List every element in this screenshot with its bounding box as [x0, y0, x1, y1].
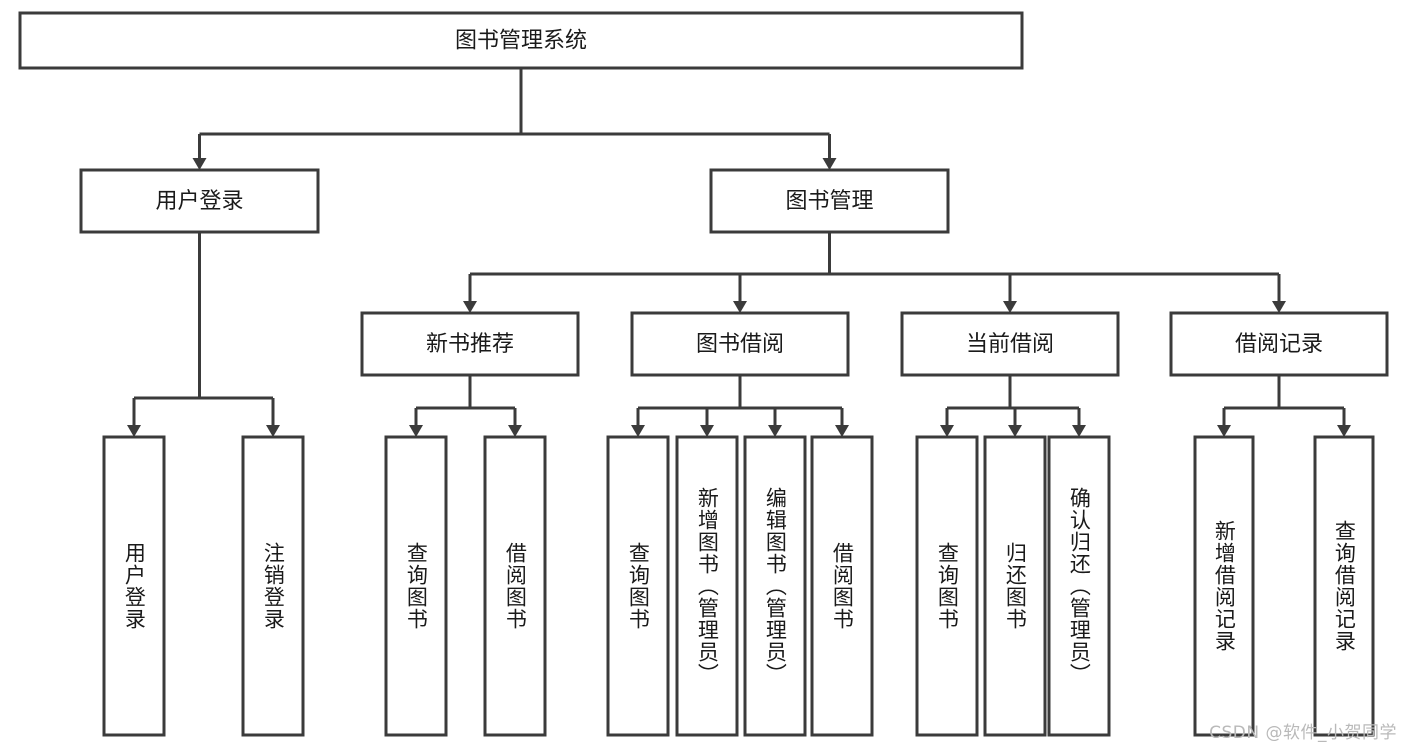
node-label: 借阅记录 [1235, 332, 1323, 357]
node-level3-0-新书推荐[interactable]: 新书推荐 [360, 311, 580, 377]
node-label: 图书管理 [785, 189, 873, 214]
node-leaf-12-查询借阅记录[interactable] [1313, 435, 1375, 737]
node-box-rect [384, 435, 448, 737]
node-box-rect [743, 435, 807, 737]
node-root-图书管理系统[interactable]: 图书管理系统 [18, 11, 1024, 70]
node-leaf-3-借阅图书[interactable] [483, 435, 547, 737]
node-box-rect [709, 168, 950, 234]
node-box-rect [79, 168, 320, 234]
node-leaf-0-用户登录[interactable] [102, 435, 166, 737]
node-leaf-5-新增图书管理员[interactable] [675, 435, 739, 737]
node-label: 当前借阅 [966, 332, 1054, 357]
node-box-rect [1313, 435, 1375, 737]
node-leaf-1-注销登录[interactable] [241, 435, 305, 737]
node-level2-1-图书管理[interactable]: 图书管理 [709, 168, 950, 234]
node-leaf-9-归还图书[interactable] [983, 435, 1047, 737]
node-box-rect [241, 435, 305, 737]
node-box-rect [983, 435, 1047, 737]
node-box-rect [606, 435, 670, 737]
node-box-rect [675, 435, 739, 737]
node-box-rect [483, 435, 547, 737]
node-box-rect [1047, 435, 1111, 737]
node-leaf-10-确认归还管理员[interactable] [1047, 435, 1111, 737]
node-leaf-6-编辑图书管理员[interactable] [743, 435, 807, 737]
node-level3-2-当前借阅[interactable]: 当前借阅 [900, 311, 1120, 377]
node-label: 图书借阅 [696, 332, 784, 357]
node-box-rect [1193, 435, 1255, 737]
node-level3-3-借阅记录[interactable]: 借阅记录 [1169, 311, 1389, 377]
node-box-rect [1169, 311, 1389, 377]
node-box-rect [630, 311, 850, 377]
node-box-rect [810, 435, 874, 737]
node-leaf-4-查询图书[interactable] [606, 435, 670, 737]
node-box-rect [360, 311, 580, 377]
connector-lines [127, 68, 1351, 437]
node-leaf-7-借阅图书[interactable] [810, 435, 874, 737]
watermark-text: CSDN @软件_小贺同学 [1209, 723, 1397, 743]
node-leaf-11-新增借阅记录[interactable] [1193, 435, 1255, 737]
node-box-rect [18, 11, 1024, 70]
node-box-rect [900, 311, 1120, 377]
node-label: 新书推荐 [426, 332, 514, 357]
node-box-rect [102, 435, 166, 737]
node-box-rect [915, 435, 979, 737]
node-leaf-2-查询图书[interactable] [384, 435, 448, 737]
node-level3-1-图书借阅[interactable]: 图书借阅 [630, 311, 850, 377]
node-leaf-8-查询图书[interactable] [915, 435, 979, 737]
node-label: 图书管理系统 [455, 29, 587, 54]
node-label: 用户登录 [155, 189, 243, 214]
node-level2-0-用户登录[interactable]: 用户登录 [79, 168, 320, 234]
